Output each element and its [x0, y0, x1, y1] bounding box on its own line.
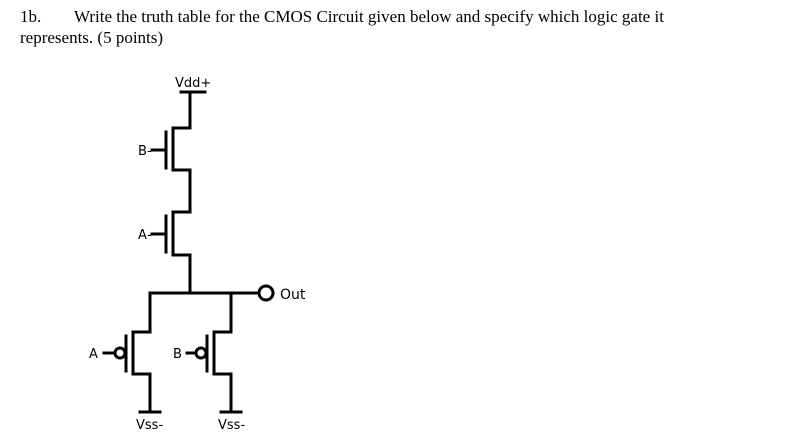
pmos-b-input-label: B — [138, 144, 147, 159]
question-number: 1b. — [20, 7, 42, 26]
pmos-a-input-label: A — [138, 228, 147, 243]
question-line-1: 1b. Write the truth table for the CMOS Ci… — [20, 6, 770, 27]
nmos-a-input-label: A — [89, 347, 98, 362]
question-prompt: Write the truth table for the CMOS Circu… — [74, 7, 664, 26]
nmos-transistor-b — [185, 330, 233, 376]
output-terminal — [257, 284, 275, 302]
pmos-b-input-dash: - — [147, 144, 152, 159]
pmos-transistor-a — [150, 210, 192, 257]
nmos-b-input-label: B — [173, 347, 182, 362]
vss-left-label: Vss- — [136, 418, 163, 433]
pmos-transistor-b — [150, 126, 192, 172]
vss-right-label: Vss- — [218, 418, 245, 433]
vdd-label: Vdd+ — [175, 76, 211, 91]
question-line-2: represents. (5 points) — [20, 28, 164, 47]
question-text: 1b. Write the truth table for the CMOS Ci… — [20, 6, 770, 48]
output-label: Out — [280, 287, 306, 303]
nmos-transistor-a — [102, 330, 152, 376]
pmos-a-input-dash: - — [147, 228, 152, 243]
